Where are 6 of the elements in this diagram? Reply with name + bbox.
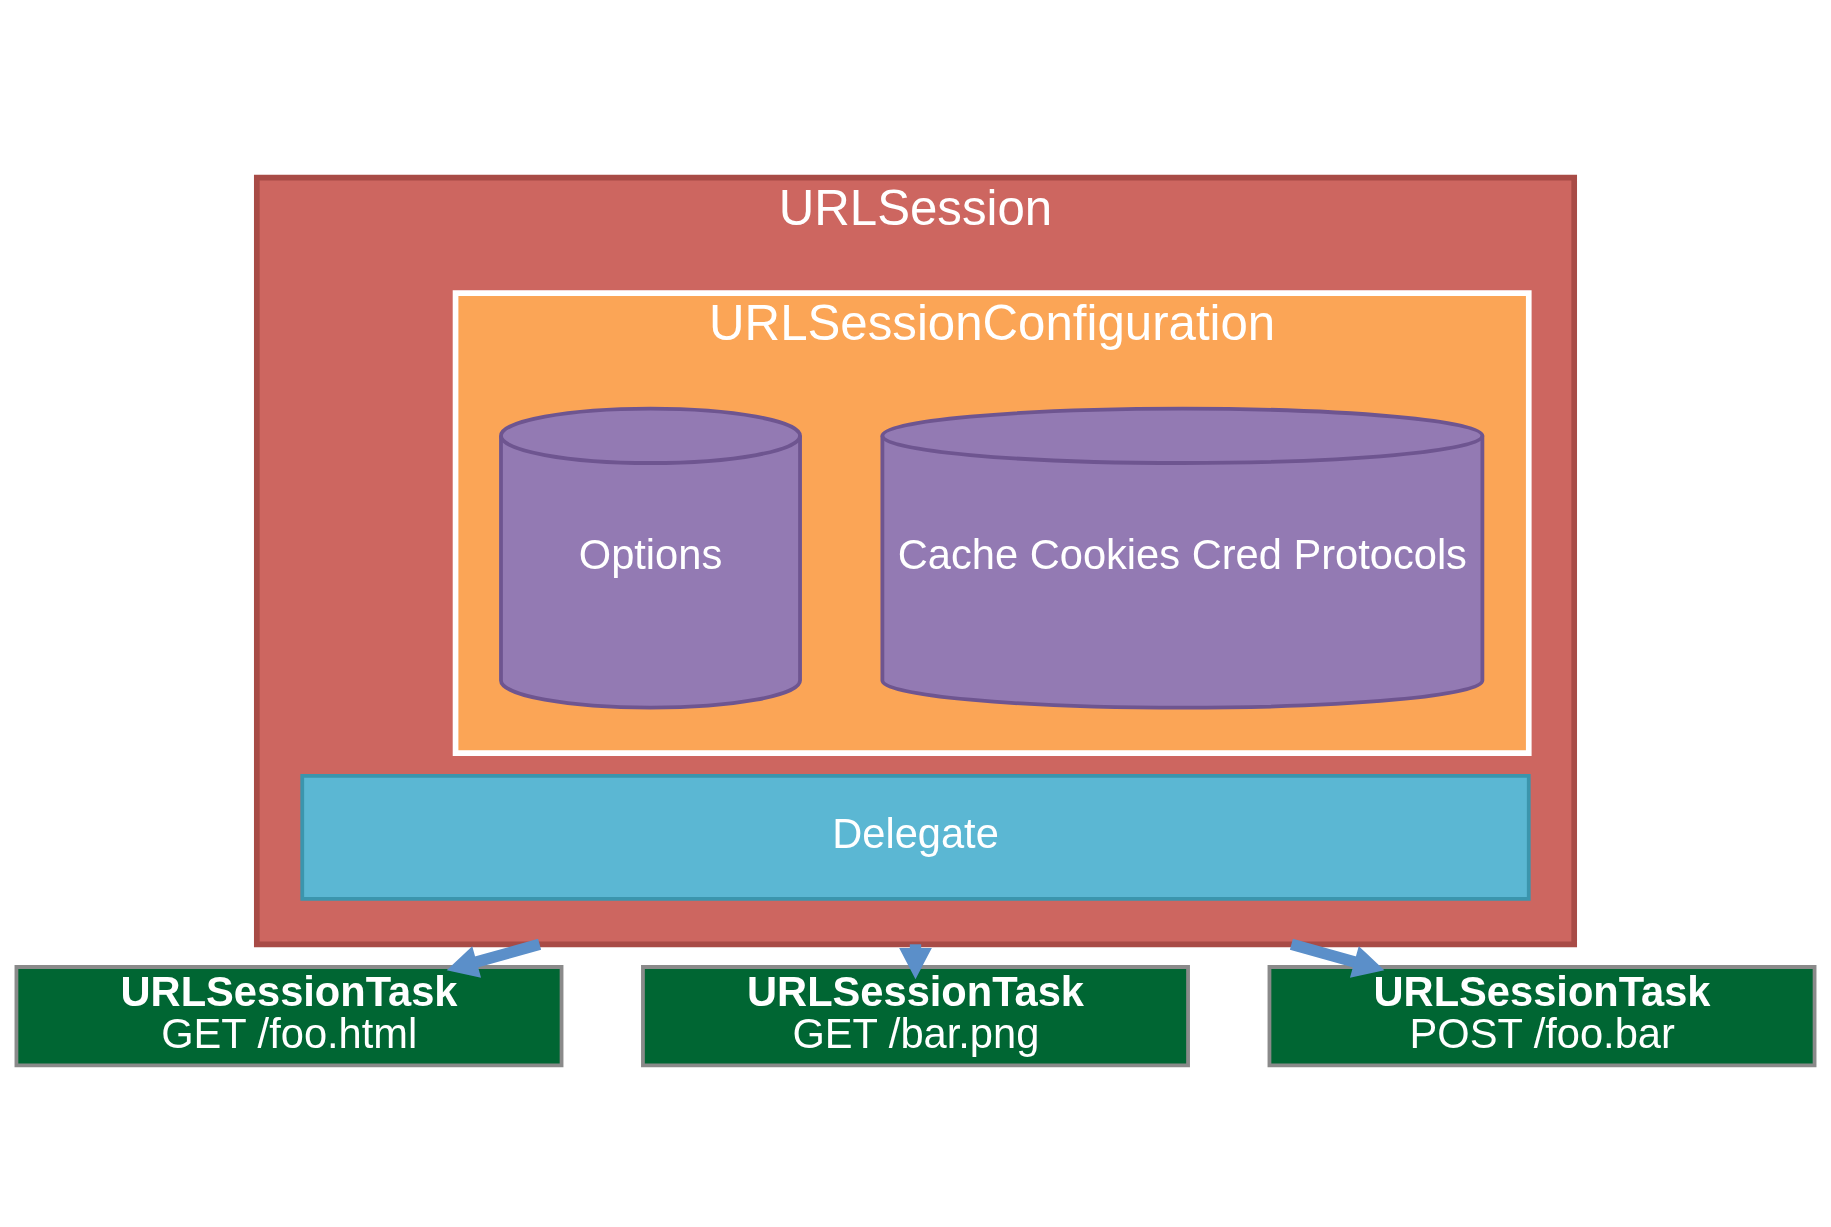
node-box: URLSessionTask POST /foo.bar bbox=[1267, 964, 1817, 1067]
arrow bbox=[446, 938, 542, 978]
node-box: URLSessionTask GET /bar.png bbox=[641, 964, 1190, 1067]
node-box: Delegate bbox=[300, 773, 1531, 901]
node-box: URLSessionTask GET /foo.html bbox=[14, 964, 564, 1067]
arrow bbox=[1289, 938, 1385, 978]
